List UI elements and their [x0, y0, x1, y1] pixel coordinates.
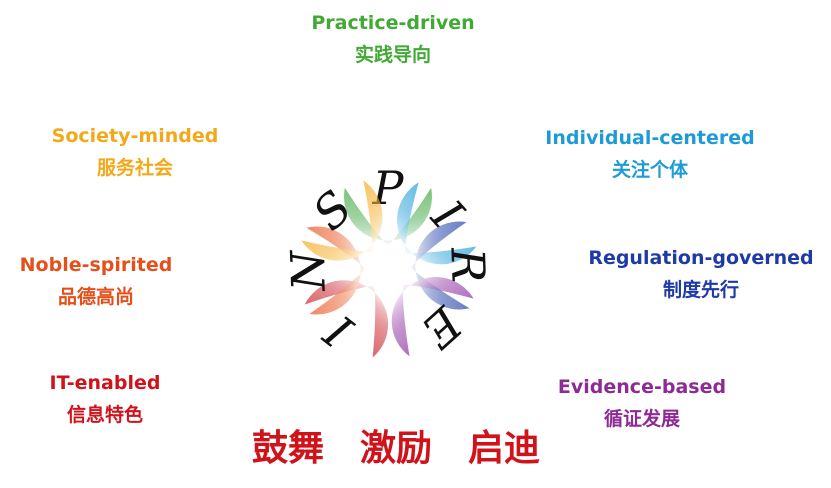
petal-it	[304, 280, 389, 358]
label-en: Practice-driven	[311, 12, 475, 34]
label-zh: 制度先行	[662, 279, 739, 301]
label-practice-driven: Practice-driven 实践导向	[293, 14, 493, 65]
label-zh: 品德高尚	[57, 286, 134, 308]
petal-letter-society: S	[302, 180, 362, 241]
label-zh: 关注个体	[611, 159, 688, 181]
label-en: Evidence-based	[557, 376, 727, 398]
label-individual-centered: Individual-centered 关注个体	[530, 129, 770, 180]
label-zh: 实践导向	[354, 44, 431, 66]
label-evidence-based: Evidence-based 循证发展	[542, 378, 742, 429]
petal-letter-regulation: R	[440, 246, 495, 284]
label-noble-spirited: Noble-spirited 品德高尚	[8, 256, 184, 307]
label-en: Noble-spirited	[19, 254, 173, 276]
label-en: Society-minded	[51, 125, 219, 147]
petal-regulation	[409, 221, 470, 310]
motto-text: 鼓舞 激励 启迪	[251, 427, 540, 469]
label-en: Regulation-governed	[588, 247, 814, 269]
label-en: IT-enabled	[49, 372, 161, 394]
label-it-enabled: IT-enabled 信息特色	[30, 374, 180, 425]
label-en: Individual-centered	[545, 127, 755, 149]
petal-noble	[306, 226, 367, 315]
label-regulation-governed: Regulation-governed 制度先行	[578, 249, 824, 300]
label-zh: 服务社会	[96, 157, 173, 179]
label-society-minded: Society-minded 服务社会	[36, 127, 234, 178]
petal-practice	[343, 187, 432, 246]
label-zh: 信息特色	[66, 404, 143, 426]
label-zh: 循证发展	[603, 408, 680, 430]
